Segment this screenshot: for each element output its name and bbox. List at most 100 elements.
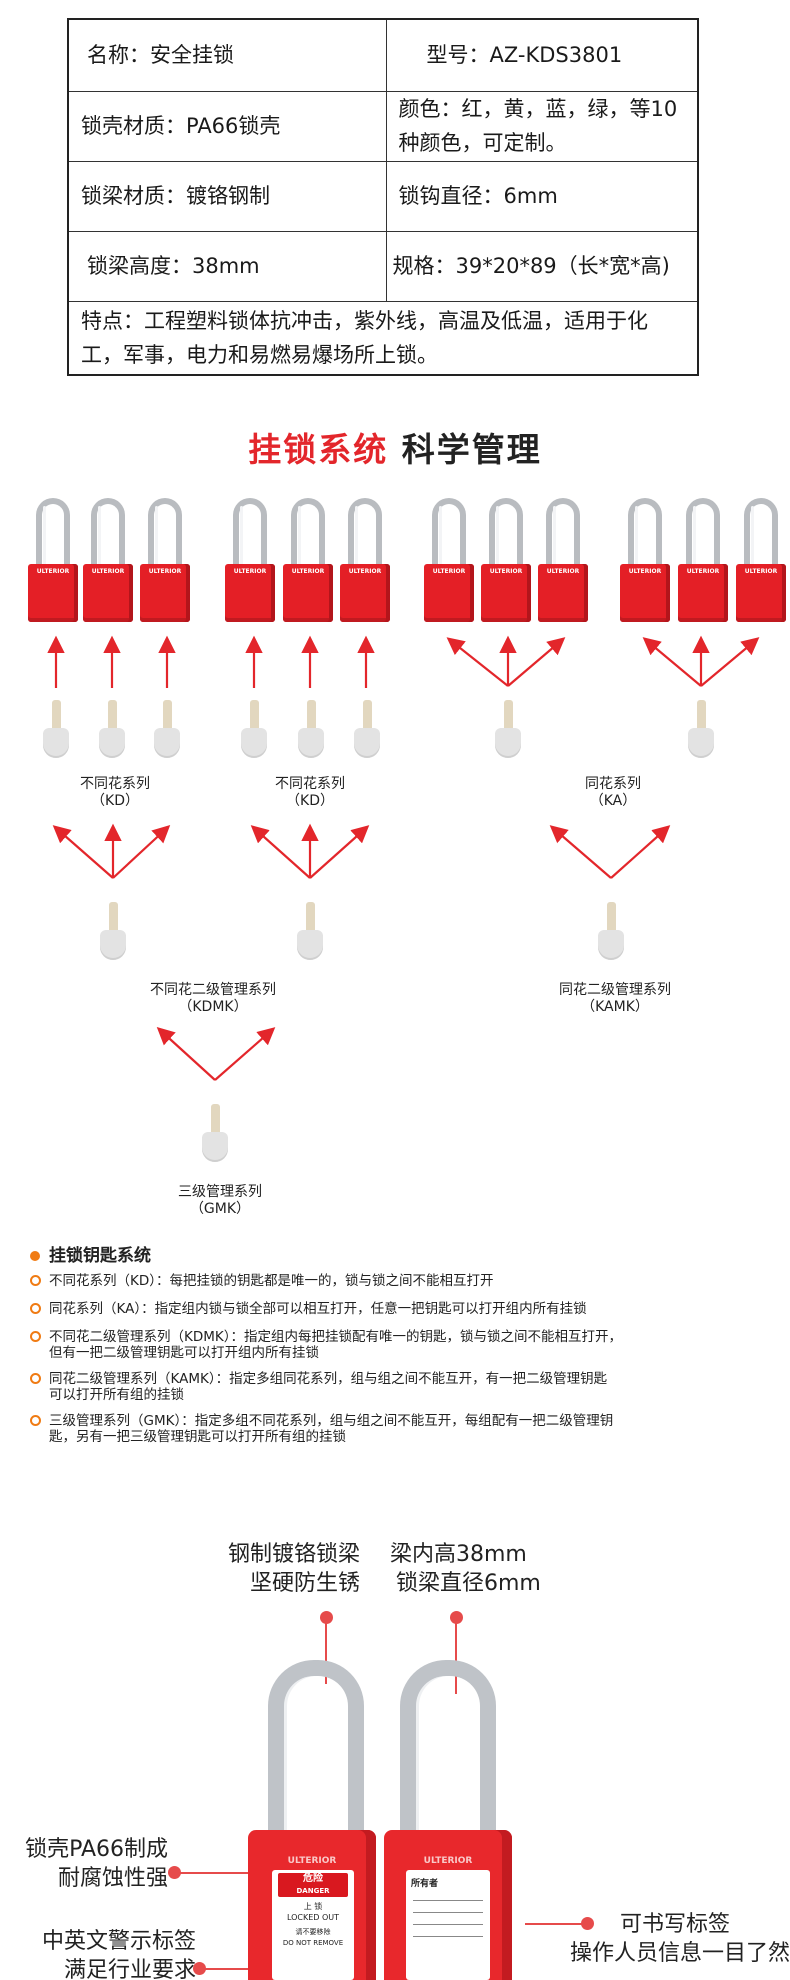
padlock-image: ULTERIOR <box>283 498 333 630</box>
gmk-name: 三级管理系列 <box>178 1184 262 1200</box>
gmk-label: 三级管理系列 （GMK） <box>150 1184 290 1218</box>
shackle <box>432 498 466 574</box>
lock-brand: ULTERIOR <box>546 568 580 575</box>
do-not-cn: 请不要移除 <box>295 1928 331 1936</box>
arrow-line <box>214 1027 276 1081</box>
callout-height: 梁内高38mm 锁梁直径6mm <box>390 1540 610 1598</box>
lock-body <box>620 564 670 622</box>
kamk-code: （KAMK） <box>581 999 649 1015</box>
padlock-image: ULTERIOR <box>481 498 531 630</box>
lock-brand: ULTERIOR <box>489 568 523 575</box>
lock-body <box>283 564 333 622</box>
callout-dot <box>320 1611 333 1624</box>
key-icon <box>97 700 127 762</box>
legend-item-text: 不同花二级管理系列（KDMK）：指定组内每把挂锁配有唯一的钥匙，锁与锁之间不能相… <box>49 1329 622 1361</box>
key-head <box>154 728 180 758</box>
callout-dot <box>450 1611 463 1624</box>
kdmk-label: 不同花二级管理系列 （KDMK） <box>118 982 308 1016</box>
key-blade <box>52 700 61 730</box>
padlock-brand: ULTERIOR <box>287 1856 337 1866</box>
callout-line <box>455 1622 457 1694</box>
padlock-image: ULTERIOR <box>678 498 728 630</box>
kd-code-2: （KD） <box>286 793 334 809</box>
arrow-line <box>507 637 566 687</box>
lock-brand: ULTERIOR <box>744 568 778 575</box>
lock-body <box>28 564 78 622</box>
write-line <box>413 1924 483 1925</box>
locked-en: LOCKED OUT <box>286 1913 340 1922</box>
callout-label: 中英文警示标签 满足行业要求 <box>0 1927 196 1980</box>
callout-write: 可书写标签 操作人员信息一目了然 <box>530 1910 790 1968</box>
lock-body <box>736 564 786 622</box>
legend-title-text: 挂锁钥匙系统 <box>49 1246 151 1266</box>
spec-shell-material: 锁壳材质：PA66锁壳 <box>67 90 387 162</box>
lock-body <box>424 564 474 622</box>
shackle <box>91 498 125 574</box>
arrow-line <box>446 637 509 687</box>
ring-bullet-icon <box>30 1303 41 1314</box>
key-head <box>598 930 624 960</box>
key-head <box>241 728 267 758</box>
callout-line <box>325 1622 327 1684</box>
key-blade <box>108 700 117 730</box>
key-blade <box>250 700 259 730</box>
callout-shell: 锁壳PA66制成 耐腐蚀性强 <box>0 1835 168 1893</box>
callout-write-line2: 操作人员信息一目了然 <box>569 1941 790 1966</box>
lock-brand: ULTERIOR <box>432 568 466 575</box>
spec-hook-diameter: 锁钩直径：6mm <box>385 160 699 232</box>
key-head <box>99 728 125 758</box>
arrow-line <box>156 1027 216 1081</box>
kdmk-code: （KDMK） <box>178 999 248 1015</box>
spec-features: 特点：工程塑料锁体抗冲击，紫外线，高温及低温，适用于化工，军事，电力和易燃易爆场… <box>67 300 699 375</box>
arrow-line <box>700 637 760 687</box>
lock-brand: ULTERIOR <box>291 568 325 575</box>
kd-code-1: （KD） <box>91 793 139 809</box>
legend-item-text: 三级管理系列（GMK）：指定多组不同花系列，组与组之间不能互开，每组配有一把二级… <box>49 1413 614 1445</box>
arrow-diagram <box>47 635 760 1081</box>
kd-label-2: 不同花系列 （KD） <box>250 776 370 810</box>
ka-label: 同花系列 （KA） <box>553 776 673 810</box>
danger-en: DANGER <box>296 1887 330 1895</box>
shackle <box>546 498 580 574</box>
shackle <box>291 498 325 574</box>
callout-height-line2: 锁梁直径6mm <box>396 1571 541 1596</box>
legend-item-text: 同花二级管理系列（KAMK）：指定多组同花系列，组与组之间不能互开，有一把二级管… <box>49 1371 608 1403</box>
key-blade <box>109 902 118 932</box>
callout-write-line1: 可书写标签 <box>619 1912 730 1937</box>
key-blade <box>163 700 172 730</box>
shackle <box>233 498 267 574</box>
key-head <box>43 728 69 758</box>
ring-bullet-icon <box>30 1331 41 1342</box>
callout-height-line1: 梁内高38mm <box>390 1542 527 1567</box>
lock-brand: ULTERIOR <box>36 568 70 575</box>
lock-body <box>225 564 275 622</box>
legend-item-text: 同花系列（KA）：指定组内锁与锁全部可以相互打开，任意一把钥匙可以打开组内所有挂… <box>49 1301 587 1317</box>
padlock-brand: ULTERIOR <box>423 1856 473 1866</box>
arrow-line <box>642 637 702 687</box>
shackle <box>489 498 523 574</box>
padlock-image: ULTERIOR <box>28 498 78 630</box>
callout-shell-line1: 锁壳PA66制成 <box>25 1837 168 1862</box>
key-head <box>100 930 126 960</box>
key-icon <box>239 700 269 762</box>
key-head <box>297 930 323 960</box>
legend-item: 同花系列（KA）：指定组内锁与锁全部可以相互打开，任意一把钥匙可以打开组内所有挂… <box>30 1301 790 1317</box>
callout-shackle-line1: 钢制镀铬锁梁 <box>227 1542 360 1567</box>
shackle <box>348 498 382 574</box>
owner-label: 所有者 <box>411 1879 439 1889</box>
key-icon <box>352 700 382 762</box>
key-blade <box>211 1104 220 1134</box>
padlock-image: ULTERIOR <box>340 498 390 630</box>
ka-code: （KA） <box>589 793 637 809</box>
arrow-line <box>610 825 671 879</box>
locked-cn: 上 锁 <box>303 1902 323 1911</box>
key-head <box>495 728 521 758</box>
key-head <box>298 728 324 758</box>
lock-body <box>678 564 728 622</box>
kd-name-1: 不同花系列 <box>80 776 150 792</box>
callout-dot <box>168 1866 181 1879</box>
shackle <box>744 498 778 574</box>
lock-brand: ULTERIOR <box>148 568 182 575</box>
key-blade <box>363 700 372 730</box>
arrow-line <box>52 825 114 879</box>
